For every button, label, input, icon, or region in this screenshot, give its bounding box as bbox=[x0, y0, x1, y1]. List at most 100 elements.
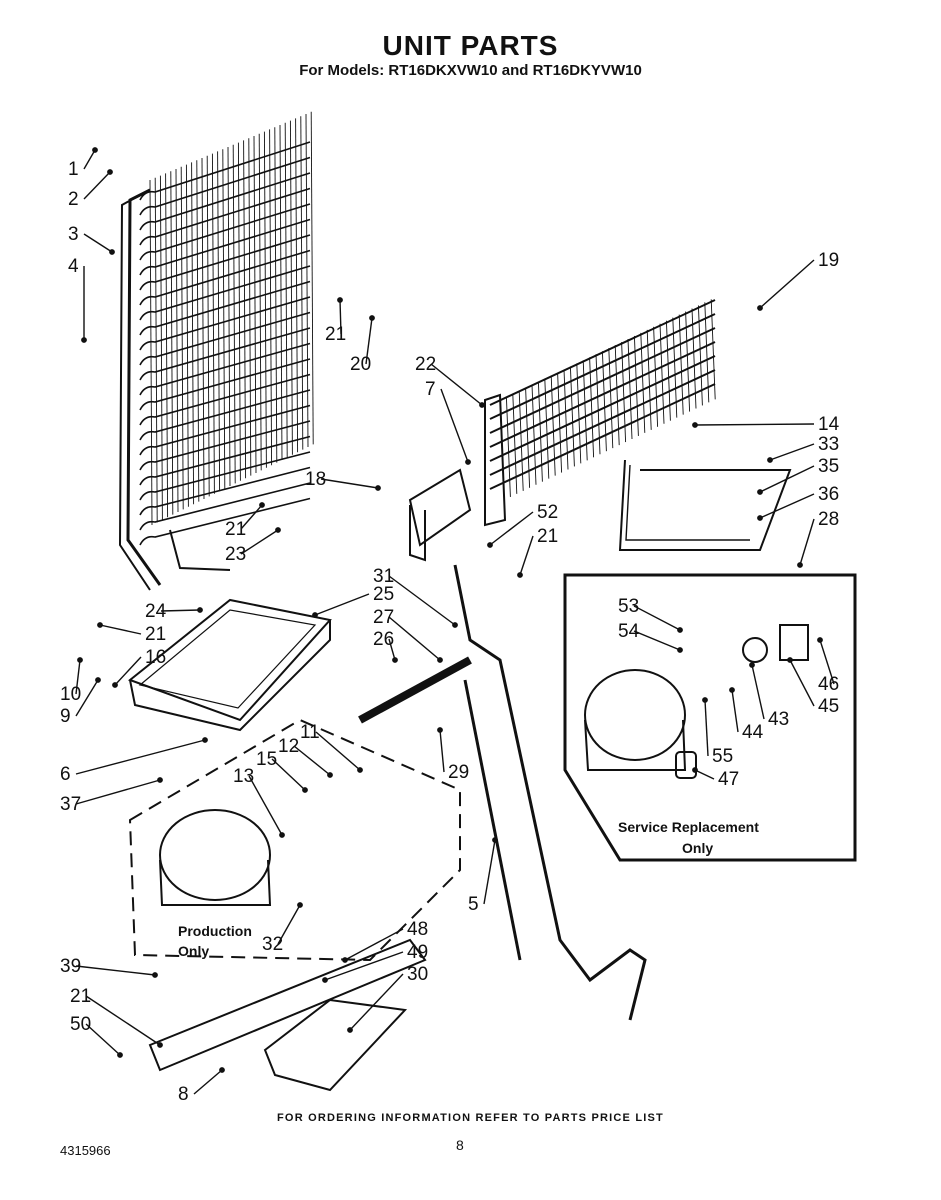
evaporator-fin bbox=[685, 311, 691, 412]
condenser-wire bbox=[248, 138, 252, 476]
leader-32 bbox=[277, 904, 301, 945]
leader-tip-37 bbox=[157, 777, 163, 783]
callout-48: 48 bbox=[407, 919, 428, 940]
callout-4: 4 bbox=[68, 256, 79, 277]
evaporator-fin bbox=[525, 387, 531, 488]
condenser-wire bbox=[170, 171, 174, 515]
leader-23 bbox=[240, 529, 279, 555]
leader-45 bbox=[789, 659, 815, 707]
leader-10 bbox=[75, 659, 81, 695]
callout-20: 20 bbox=[350, 354, 371, 375]
page-title: UNIT PARTS bbox=[382, 30, 559, 61]
evaporator-fin bbox=[518, 390, 524, 491]
leader-tip-12 bbox=[327, 772, 333, 778]
condenser-tube bbox=[139, 265, 311, 321]
condenser-wire bbox=[201, 157, 205, 500]
leader-tip-53 bbox=[677, 627, 683, 633]
leader-8 bbox=[193, 1069, 223, 1095]
condenser-tube bbox=[139, 358, 311, 411]
leader-tip-6 bbox=[202, 737, 208, 743]
leader-tip-10 bbox=[77, 657, 83, 663]
leader-tip-44 bbox=[729, 687, 735, 693]
evaporator-fin bbox=[627, 338, 633, 440]
capillary-tube bbox=[463, 679, 522, 961]
evaporator-fin bbox=[697, 305, 703, 406]
callout-43: 43 bbox=[768, 709, 789, 730]
condenser-wire bbox=[289, 120, 293, 455]
leader-14 bbox=[694, 423, 815, 426]
condenser-wire bbox=[263, 131, 267, 468]
leader-20 bbox=[365, 317, 373, 365]
condenser-wire bbox=[206, 155, 210, 497]
leader-1 bbox=[83, 149, 96, 170]
leader-tip-22 bbox=[479, 402, 485, 408]
evaporator-fin bbox=[640, 332, 646, 433]
callout-45: 45 bbox=[818, 696, 839, 717]
leader-53 bbox=[633, 605, 681, 631]
condenser-tube bbox=[139, 327, 311, 381]
condenser-tube bbox=[139, 373, 311, 426]
leader-tip-49 bbox=[322, 977, 328, 983]
leader-tip-27 bbox=[437, 657, 443, 663]
leader-tip-55 bbox=[702, 697, 708, 703]
condenser-wire bbox=[175, 168, 179, 513]
callout-labels: 1234212019227143335183628212352213125272… bbox=[60, 159, 840, 1105]
condenser-wire bbox=[284, 122, 288, 458]
service-note-line1: Service Replacement bbox=[618, 819, 759, 835]
heater-inner bbox=[625, 464, 750, 541]
leader-12 bbox=[293, 745, 331, 776]
callout-47: 47 bbox=[718, 769, 739, 790]
callout-52: 52 bbox=[537, 502, 558, 523]
evaporator-fin bbox=[531, 384, 537, 485]
callout-1: 1 bbox=[68, 159, 79, 180]
condenser-wire bbox=[269, 129, 273, 466]
callout-2: 2 bbox=[68, 189, 79, 210]
callout-8: 8 bbox=[178, 1084, 189, 1105]
callout-5: 5 bbox=[468, 894, 479, 915]
callout-36: 36 bbox=[818, 484, 839, 505]
callout-3: 3 bbox=[68, 224, 79, 245]
condenser-wire bbox=[305, 113, 309, 448]
leader-3 bbox=[83, 233, 113, 253]
evaporator-fin bbox=[608, 348, 614, 449]
leader-50 bbox=[85, 1023, 121, 1056]
callout-21: 21 bbox=[325, 324, 346, 345]
evaporator-end-plate bbox=[484, 393, 507, 527]
overload bbox=[779, 624, 809, 661]
condenser-tube bbox=[139, 249, 311, 306]
callout-50: 50 bbox=[70, 1014, 91, 1035]
leader-tip-15 bbox=[302, 787, 308, 793]
callout-49: 49 bbox=[407, 942, 428, 963]
page-subtitle: For Models: RT16DKXVW10 and RT16DKYVW10 bbox=[299, 62, 642, 79]
leader-tip-36 bbox=[757, 515, 763, 521]
service-replacement-box bbox=[563, 573, 857, 862]
evaporator-fin bbox=[544, 378, 550, 479]
condenser-wire bbox=[154, 177, 158, 523]
evaporator-fin bbox=[614, 345, 620, 446]
callout-29: 29 bbox=[448, 762, 469, 783]
leader-7 bbox=[440, 388, 469, 463]
callout-37: 37 bbox=[60, 794, 81, 815]
condenser-tube bbox=[139, 342, 311, 396]
evaporator-fin bbox=[646, 329, 652, 430]
leader-49 bbox=[324, 951, 404, 981]
condenser-tube bbox=[139, 203, 311, 261]
leader-21 bbox=[240, 504, 263, 530]
leader-tip-29 bbox=[437, 727, 443, 733]
production-note-line1: Production bbox=[178, 923, 252, 939]
leader-tip-19 bbox=[757, 305, 763, 311]
page-number: 8 bbox=[456, 1137, 464, 1153]
leader-tip-3 bbox=[109, 249, 115, 255]
evaporator-fin bbox=[569, 366, 575, 467]
leader-tip-28 bbox=[797, 562, 803, 568]
leader-tip-4 bbox=[81, 337, 87, 343]
leader-25 bbox=[314, 593, 370, 616]
callout-54: 54 bbox=[618, 621, 640, 642]
condenser-tube bbox=[139, 389, 311, 441]
evaporator-fin bbox=[653, 326, 659, 427]
condenser-tube bbox=[139, 187, 311, 246]
leader-tip-23 bbox=[275, 527, 281, 533]
evaporator-fin bbox=[505, 396, 511, 497]
leader-24 bbox=[160, 609, 201, 612]
callout-32: 32 bbox=[262, 934, 283, 955]
